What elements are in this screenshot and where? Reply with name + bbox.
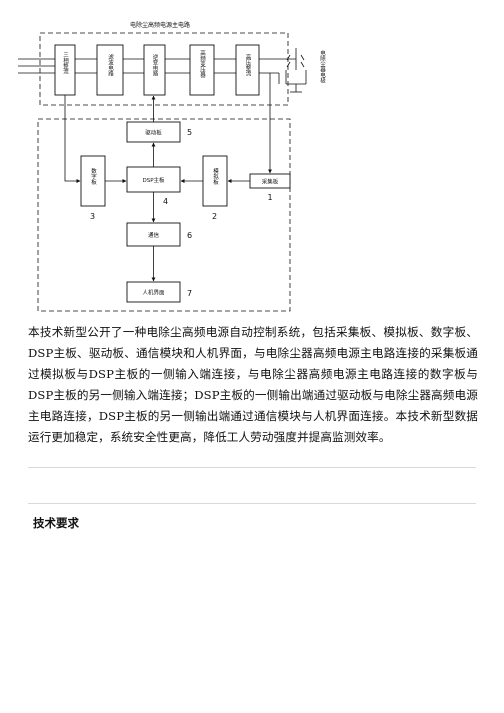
label-dsp-number: 4 xyxy=(163,197,168,206)
svg-text:驱动板: 驱动板 xyxy=(145,129,162,137)
control-system-boundary xyxy=(37,118,291,312)
svg-text:DSP主板: DSP主板 xyxy=(142,176,165,184)
svg-text:通信: 通信 xyxy=(148,231,160,239)
precipitator-label: 电除尘器电极 xyxy=(319,49,326,85)
block-analog-board: 模拟板 xyxy=(202,155,228,207)
svg-text:模拟板: 模拟板 xyxy=(212,167,219,186)
block-hf-transformer: 高频变压器 xyxy=(189,44,215,96)
divider-line xyxy=(28,467,476,468)
block-rectifier: 三相整流 xyxy=(54,44,76,96)
block-digital-board: 数字板 xyxy=(80,155,106,207)
section-title: 技术要求 xyxy=(33,516,79,530)
divider-line xyxy=(28,503,476,504)
abstract-text: 本技术新型公开了一种电除尘高频电源自动控制系统，包括采集板、模拟板、数字板、DS… xyxy=(28,325,478,444)
svg-text:滤波电路: 滤波电路 xyxy=(107,53,114,78)
label-driver-number: 5 xyxy=(187,128,192,137)
svg-text:逆变电路: 逆变电路 xyxy=(152,53,159,78)
label-digital-number: 3 xyxy=(90,212,95,221)
svg-text:人机界面: 人机界面 xyxy=(142,289,165,297)
label-hmi-number: 7 xyxy=(187,289,192,298)
svg-text:数字板: 数字板 xyxy=(90,167,97,186)
svg-text:高频变压器: 高频变压器 xyxy=(199,49,206,79)
block-hv-rectifier: 高压整流 xyxy=(235,44,260,96)
label-analog-number: 2 xyxy=(212,212,217,221)
main-circuit-title: 电除尘高频电源主电路 xyxy=(130,21,190,29)
svg-text:三相整流: 三相整流 xyxy=(62,52,69,76)
svg-text:采集板: 采集板 xyxy=(262,178,279,186)
block-dsp-main: DSP主板 xyxy=(126,166,181,193)
label-acquisition-number: 1 xyxy=(267,193,272,202)
block-inverter: 逆变电路 xyxy=(143,44,166,96)
block-driver-board: 驱动板 xyxy=(126,121,181,143)
system-block-diagram: 电除尘高频电源主电路 三相整流 滤波电路 逆变电路 高频变压器 高压整流 xyxy=(18,21,326,312)
block-communication: 通信 xyxy=(126,222,181,247)
block-acquisition-board: 采集板 xyxy=(249,173,291,189)
block-hmi: 人机界面 xyxy=(126,281,181,303)
block-filter: 滤波电路 xyxy=(96,44,124,96)
signal-arrows xyxy=(64,73,272,282)
main-circuit-boundary xyxy=(39,32,289,106)
svg-text:高压整流: 高压整流 xyxy=(245,53,252,78)
label-comm-number: 6 xyxy=(187,231,192,240)
precipitator-electrode xyxy=(259,48,307,93)
